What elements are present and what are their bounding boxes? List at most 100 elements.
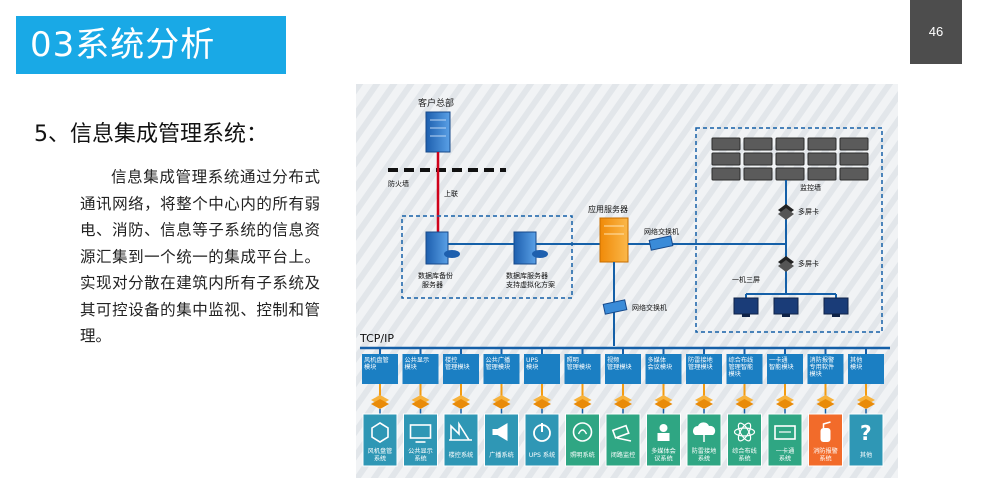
multiscreen-card-icon-2 xyxy=(778,256,794,272)
section-heading: 5、信息集成管理系统： xyxy=(34,122,268,147)
title-banner: 03系统分析 xyxy=(16,16,286,74)
module-box xyxy=(483,354,520,384)
svg-text:?: ? xyxy=(860,421,872,445)
module-label: 一卡通智能模块 xyxy=(769,356,794,371)
subsystem-label: 消防报警系统 xyxy=(813,447,838,463)
module-label: 其他模块 xyxy=(850,356,862,371)
camera-icon xyxy=(611,424,632,442)
subsystem-modules: 风机盘管模块风机盘管系统公共显示模块公共显示系统楼控管理模块楼控系统公共广播管理… xyxy=(362,348,884,467)
page-title: 03系统分析 xyxy=(30,25,216,65)
db-backup-server-icon xyxy=(425,231,460,265)
hq-label: 客户总部 xyxy=(418,97,454,109)
module-box xyxy=(686,354,722,384)
power-icon xyxy=(533,423,551,442)
module-box xyxy=(605,354,641,384)
subsystem-card xyxy=(727,413,762,467)
subsystem-label: 防雷接地系统 xyxy=(692,447,717,463)
extinguisher-icon xyxy=(820,421,831,442)
monitor-wall-icon xyxy=(711,137,869,181)
module-label: 多媒体会议模块 xyxy=(648,356,673,371)
firewall-label: 防火墙 xyxy=(388,179,409,188)
db-backup-label: 数据库备份 服务器 xyxy=(418,271,455,289)
subsystem-card xyxy=(403,413,438,467)
multiscreen-card-icon-1 xyxy=(778,204,794,220)
subsystem-label: 照明系统 xyxy=(570,451,595,459)
monitor-wall-label: 监控墙 xyxy=(800,183,821,192)
right-switch-icon xyxy=(648,235,674,251)
card-icon xyxy=(774,425,796,440)
module-label: 视频管理模块 xyxy=(607,356,632,371)
module-box xyxy=(564,354,601,384)
subsystem-label: UPS 系统 xyxy=(529,451,556,459)
one-machine-label: 一机三屏 xyxy=(732,275,760,284)
module-box xyxy=(807,354,844,384)
page-number: 46 xyxy=(910,0,962,64)
subsystem-label: 闭路监控 xyxy=(611,451,636,459)
app-server-label: 应用服务器 xyxy=(588,204,628,214)
bottom-switch-icon xyxy=(602,299,628,315)
protocol-label: TCP/IP xyxy=(359,332,394,345)
module-label: 公共显示模块 xyxy=(405,356,430,371)
module-label: 防雷接地管理模块 xyxy=(688,356,713,371)
module-box xyxy=(726,354,763,384)
cube-icon xyxy=(371,422,389,443)
module-label: 公共广播管理模块 xyxy=(486,356,512,371)
subsystem-card xyxy=(767,413,803,467)
multiscreen-label-1: 多屏卡 xyxy=(798,207,819,216)
app-server-icon xyxy=(599,217,629,263)
bulb-icon xyxy=(572,422,593,442)
system-architecture-diagram: 客户总部 防火墙 上联 数据库备份 服务器 数据库服务器 支持虚拟化方案 应用服… xyxy=(356,84,898,478)
subsystem-card xyxy=(848,413,884,467)
subsystem-card xyxy=(484,413,519,467)
subsystem-card xyxy=(565,413,600,467)
db-server-icon xyxy=(513,231,548,265)
right-switch-label: 网络交换机 xyxy=(644,227,679,236)
module-box xyxy=(767,354,803,384)
subsystem-module: 其他模块? 其他 xyxy=(848,348,884,467)
module-label: 照明管理模块 xyxy=(567,357,592,371)
subsystem-label: 广播系统 xyxy=(489,451,514,459)
subsystem-label: 其他 xyxy=(860,451,872,459)
subsystem-label: 公共显示系统 xyxy=(408,447,433,463)
monitor-group-box xyxy=(695,127,883,333)
module-label: 综合布线管理智能模块 xyxy=(729,356,754,378)
subsystem-label: 一卡通系统 xyxy=(776,447,795,463)
subsystem-label: 综合布线系统 xyxy=(732,447,757,463)
building-icon xyxy=(449,421,472,441)
diagram-canvas: 客户总部 防火墙 上联 数据库备份 服务器 数据库服务器 支持虚拟化方案 应用服… xyxy=(356,84,898,478)
module-box xyxy=(524,354,560,384)
display-icon xyxy=(409,424,432,443)
module-label: 消防报警专用软件模块 xyxy=(810,356,835,378)
person-icon xyxy=(657,424,670,441)
db-server-label: 数据库服务器 支持虚拟化方案 xyxy=(506,271,555,289)
module-label: 风机盘管模块 xyxy=(364,356,389,371)
subsystem-label: 风机盘管系统 xyxy=(368,447,393,463)
uplink-label: 上联 xyxy=(444,189,458,198)
atom-icon xyxy=(733,422,756,442)
question-icon: ? xyxy=(860,421,872,445)
multiscreen-label-2: 多屏卡 xyxy=(798,259,819,268)
module-box xyxy=(645,354,682,384)
module-box xyxy=(443,354,479,384)
module-box xyxy=(848,354,884,384)
module-box xyxy=(362,354,398,384)
bottom-switch-label: 网络交换机 xyxy=(632,303,667,312)
module-label: 楼控管理模块 xyxy=(445,356,470,371)
hq-server-icon xyxy=(425,111,451,153)
subsystem-card xyxy=(524,413,560,467)
speaker-icon xyxy=(492,423,508,441)
subsystem-label: 楼控系统 xyxy=(449,451,474,459)
subsystem-card xyxy=(605,413,641,467)
